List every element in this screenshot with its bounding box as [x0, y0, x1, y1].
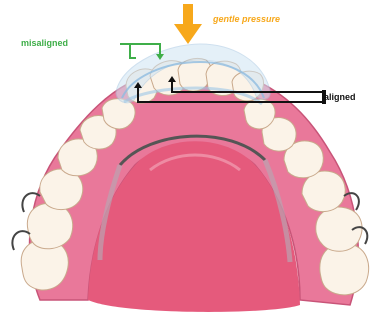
pressure-arrow-icon — [174, 4, 202, 44]
gentle-pressure-label: gentle pressure — [213, 14, 280, 24]
aligned-label: aligned — [324, 92, 356, 102]
misaligned-label: misaligned — [21, 38, 68, 48]
